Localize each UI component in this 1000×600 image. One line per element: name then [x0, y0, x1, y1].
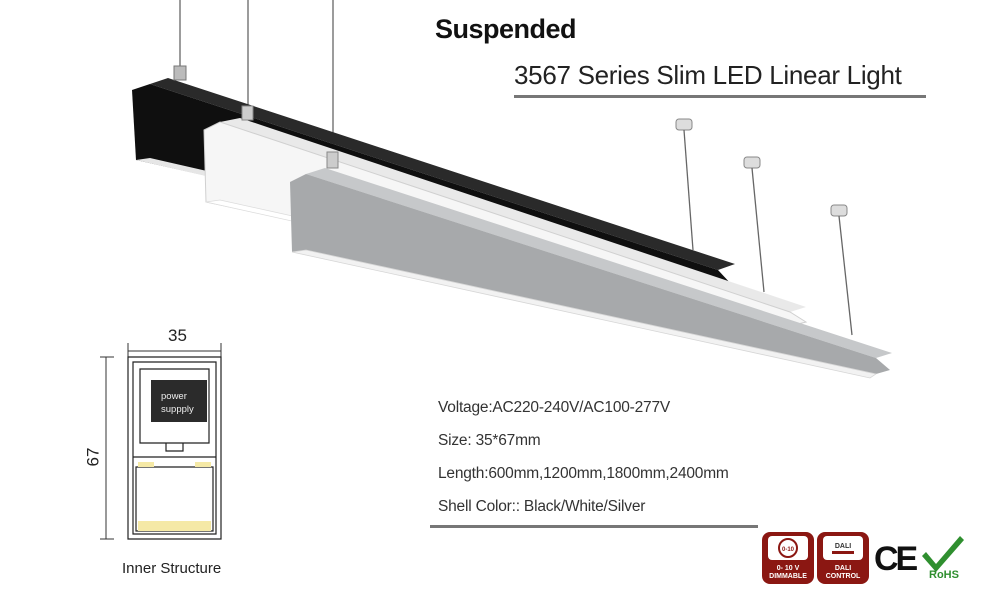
product-illustration — [132, 0, 892, 379]
power-supply-label-line1: power — [161, 391, 187, 402]
dali-badge-line1: DALI — [834, 565, 852, 572]
inner-structure-caption: Inner Structure — [122, 560, 222, 577]
ceiling-canopies — [675, 118, 853, 336]
spec-shell-color: Shell Color:: Black/White/Silver — [438, 498, 646, 515]
cross-section-drawing — [100, 343, 222, 540]
dali-badge: DALI DALI CONTROL — [817, 532, 869, 584]
dimmer-knob-icon: 0-10 — [768, 536, 808, 560]
spec-divider — [430, 525, 758, 528]
dimmable-badge-line1: 0- 10 V — [776, 565, 800, 572]
power-supply-label: power suppply — [151, 380, 207, 422]
dali-logo-icon: DALI — [823, 536, 863, 560]
rohs-icon: RoHS — [922, 536, 964, 580]
page-title: Suspended — [435, 14, 577, 44]
height-dimension-label: 67 — [83, 447, 103, 467]
dimmable-badge: 0-10 0- 10 V DIMMABLE — [762, 532, 814, 584]
subtitle-divider — [514, 95, 926, 98]
product-subtitle: 3567 Series Slim LED Linear Light — [514, 60, 902, 90]
spec-voltage: Voltage:AC220-240V/AC100-277V — [438, 399, 671, 416]
width-dimension-label: 35 — [168, 326, 187, 345]
dimmable-badge-line2: DIMMABLE — [769, 573, 807, 580]
power-supply-label-line2: suppply — [161, 404, 194, 415]
spec-size: Size: 35*67mm — [438, 432, 541, 449]
spec-length: Length:600mm,1200mm,1800mm,2400mm — [438, 465, 729, 482]
svg-text:RoHS: RoHS — [929, 569, 959, 580]
silver-linear-light — [290, 151, 892, 379]
dali-badge-line2: CONTROL — [825, 573, 861, 580]
svg-text:DALI: DALI — [835, 543, 851, 550]
svg-text:0-10: 0-10 — [782, 547, 795, 553]
ce-mark-icon: CE — [874, 540, 918, 578]
